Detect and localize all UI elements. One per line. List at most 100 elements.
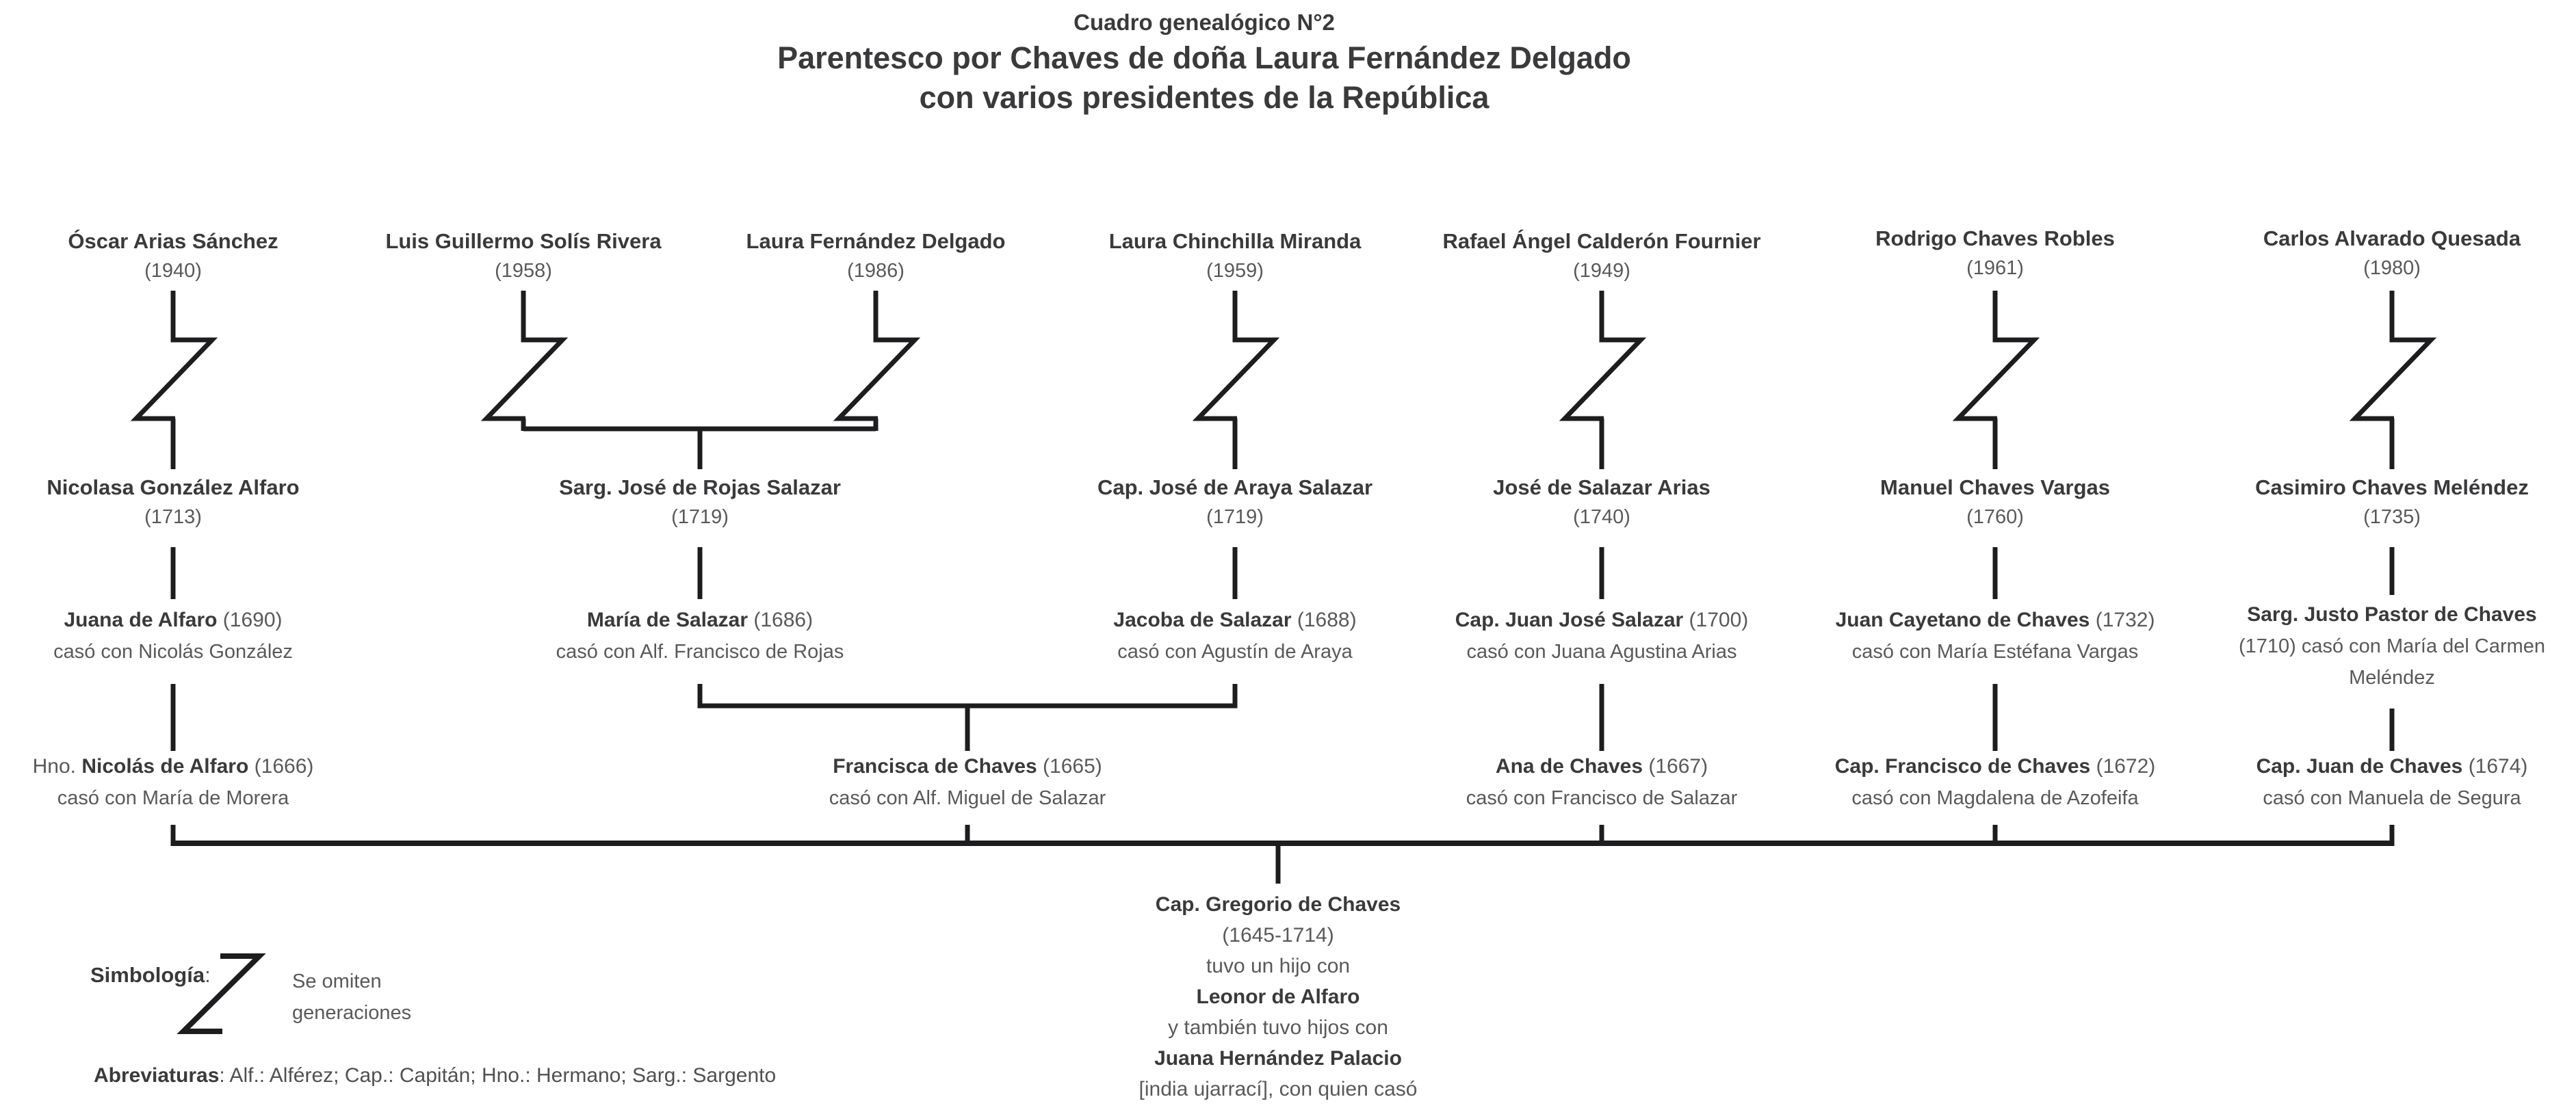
person-name: Rafael Ángel Calderón Fournier bbox=[1442, 229, 1761, 253]
person-year: (1690) bbox=[217, 609, 283, 631]
person-year: (1986) bbox=[847, 260, 905, 282]
ancestor-node: Sarg. José de Rojas Salazar (1719) bbox=[559, 472, 841, 531]
chart-number-label: Cuadro genealógico N°2 bbox=[1074, 10, 1335, 35]
person-year: (1740) bbox=[1573, 506, 1630, 528]
person-year: (1961) bbox=[1966, 257, 2024, 279]
legend-label-colon: : bbox=[205, 963, 211, 987]
root-ancestor-node: Cap. Gregorio de Chaves (1645-1714) tuvo… bbox=[1139, 889, 1418, 1105]
person-name: Cap. Juan José Salazar bbox=[1455, 609, 1684, 631]
person-name: José de Salazar Arias bbox=[1493, 475, 1710, 499]
person-year: (1674) bbox=[2462, 755, 2528, 778]
person-name: Laura Chinchilla Miranda bbox=[1108, 229, 1362, 253]
chart-title-line2: con varios presidentes de la República bbox=[919, 80, 1489, 115]
chart-title-block: Cuadro genealógico N°2 Parentesco por Ch… bbox=[777, 7, 1631, 118]
spouse-line: casó con María Estéfana Vargas bbox=[1851, 641, 2139, 663]
president-node: Rodrigo Chaves Robles (1961) bbox=[1875, 223, 2115, 282]
president-node: Laura Chinchilla Miranda (1959) bbox=[1109, 226, 1362, 285]
person-year: (1700) bbox=[1683, 609, 1749, 631]
person-year: (1958) bbox=[495, 260, 552, 282]
spouse-line: (1710) casó con María del Carmen bbox=[2238, 635, 2546, 657]
person-year: (1760) bbox=[1966, 506, 2024, 528]
president-node: Laura Fernández Delgado (1986) bbox=[746, 226, 1006, 285]
ancestor-node: Cap. Francisco de Chaves (1672) casó con… bbox=[1835, 751, 2156, 814]
ancestor-node: Casimiro Chaves Meléndez (1735) bbox=[2255, 472, 2529, 531]
spouse-line: casó con Manuela de Segura bbox=[2263, 787, 2521, 809]
person-year: (1672) bbox=[2090, 755, 2156, 778]
legend-label-text: Simbología bbox=[90, 963, 205, 987]
ancestor-node: Cap. Juan José Salazar (1700) casó con J… bbox=[1455, 605, 1749, 668]
spouse-line: casó con Magdalena de Azofeifa bbox=[1851, 787, 2139, 809]
ancestor-node: María de Salazar (1686) casó con Alf. Fr… bbox=[556, 605, 844, 668]
president-node: Carlos Alvarado Quesada (1980) bbox=[2263, 223, 2521, 282]
person-name: Casimiro Chaves Meléndez bbox=[2255, 475, 2529, 499]
person-name: Manuel Chaves Vargas bbox=[1880, 475, 2110, 499]
person-year: (1959) bbox=[1206, 260, 1264, 282]
person-name: Óscar Arias Sánchez bbox=[68, 229, 278, 253]
person-year: (1713) bbox=[144, 506, 202, 528]
spouse-line: Meléndez bbox=[2349, 667, 2435, 689]
spouse-line: casó con Agustín de Araya bbox=[1117, 641, 1353, 663]
person-name: Ana de Chaves bbox=[1495, 755, 1643, 778]
person-name: Rodrigo Chaves Robles bbox=[1875, 226, 2115, 250]
omitted-generations-icon bbox=[130, 291, 2437, 421]
president-node: Óscar Arias Sánchez (1940) bbox=[68, 226, 278, 285]
ancestor-node: José de Salazar Arias (1740) bbox=[1493, 472, 1710, 531]
person-name: Sarg. José de Rojas Salazar bbox=[559, 475, 841, 499]
ancestor-node: Cap. Juan de Chaves (1674) casó con Manu… bbox=[2256, 751, 2528, 814]
person-year: (1732) bbox=[2090, 609, 2155, 631]
sibling-bracket bbox=[697, 684, 1238, 709]
person-year: (1665) bbox=[1037, 755, 1102, 778]
person-name: Nicolasa González Alfaro bbox=[47, 475, 300, 499]
descent-line-gen2-to-gen3 bbox=[170, 547, 2395, 599]
ancestor-node: Cap. José de Araya Salazar (1719) bbox=[1097, 472, 1372, 531]
person-year: (1667) bbox=[1643, 755, 1708, 778]
president-node: Luis Guillermo Solís Rivera (1958) bbox=[385, 226, 661, 285]
legend-simbologia-label: Simbología: bbox=[90, 963, 211, 988]
ancestor-node: Juana de Alfaro (1690) casó con Nicolás … bbox=[53, 605, 293, 668]
ancestor-node: Hno. Nicolás de Alfaro (1666) casó con M… bbox=[33, 751, 314, 814]
spouse-line: casó con María de Morera bbox=[57, 787, 289, 809]
person-year: (1666) bbox=[248, 755, 314, 778]
president-node: Rafael Ángel Calderón Fournier (1949) bbox=[1442, 226, 1760, 285]
person-name: Luis Guillermo Solís Rivera bbox=[385, 229, 662, 253]
person-name: Juan Cayetano de Chaves bbox=[1835, 609, 2090, 631]
relation-note: y también tuvo hijos con bbox=[1168, 1016, 1388, 1039]
spouse-line: casó con Alf. Francisco de Rojas bbox=[556, 641, 844, 663]
chart-title-line1: Parentesco por Chaves de doña Laura Fern… bbox=[777, 40, 1631, 75]
ancestor-node: Sarg. Justo Pastor de Chaves (1710) casó… bbox=[2239, 599, 2545, 693]
spouse-line: casó con Francisco de Salazar bbox=[1466, 787, 1738, 809]
person-name: Francisca de Chaves bbox=[833, 755, 1037, 778]
person-name: Sarg. Justo Pastor de Chaves bbox=[2247, 603, 2537, 626]
legend-omitted-generations-icon bbox=[177, 953, 266, 1034]
spouse-line: casó con Alf. Miguel de Salazar bbox=[829, 787, 1106, 809]
abbreviations-label: Abreviaturas bbox=[94, 1064, 220, 1087]
person-year: (1686) bbox=[748, 609, 814, 631]
person-year: (1940) bbox=[144, 260, 202, 282]
descent-line-president-to-gen2 bbox=[170, 419, 2395, 469]
ancestor-node: Ana de Chaves (1667) casó con Francisco … bbox=[1466, 751, 1738, 814]
person-prefix: Hno. bbox=[32, 755, 82, 778]
person-year: (1980) bbox=[2363, 257, 2421, 279]
abbreviations-text: : Alf.: Alférez; Cap.: Capitán; Hno.: He… bbox=[219, 1064, 777, 1087]
abbreviations-line: Abreviaturas: Alf.: Alférez; Cap.: Capit… bbox=[94, 1064, 776, 1087]
person-name: Laura Fernández Delgado bbox=[746, 229, 1006, 253]
ancestor-node: Jacoba de Salazar (1688) casó con Agustí… bbox=[1113, 605, 1356, 668]
legend-symbol-meaning: Se omiten generaciones bbox=[292, 966, 411, 1029]
person-name: María de Salazar bbox=[586, 609, 749, 631]
ancestor-node: Francisca de Chaves (1665) casó con Alf.… bbox=[829, 751, 1106, 814]
person-year: (1735) bbox=[2363, 506, 2421, 528]
person-name: Cap. Francisco de Chaves bbox=[1834, 755, 2091, 778]
person-name: Leonor de Alfaro bbox=[1196, 986, 1360, 1008]
person-name: Jacoba de Salazar bbox=[1113, 609, 1292, 631]
person-year: (1719) bbox=[1206, 506, 1264, 528]
person-name: Cap. Gregorio de Chaves bbox=[1155, 893, 1401, 916]
person-name: Cap. Juan de Chaves bbox=[2256, 755, 2463, 778]
person-year: (1719) bbox=[671, 506, 729, 528]
person-years: (1645-1714) bbox=[1222, 924, 1334, 947]
person-name: Juana de Alfaro bbox=[64, 609, 218, 631]
relation-note: [india ujarrací], con quien casó bbox=[1139, 1078, 1418, 1100]
ancestor-node: Manuel Chaves Vargas (1760) bbox=[1880, 472, 2110, 531]
person-name: Carlos Alvarado Quesada bbox=[2263, 226, 2521, 250]
ancestor-node: Nicolasa González Alfaro (1713) bbox=[47, 472, 299, 531]
